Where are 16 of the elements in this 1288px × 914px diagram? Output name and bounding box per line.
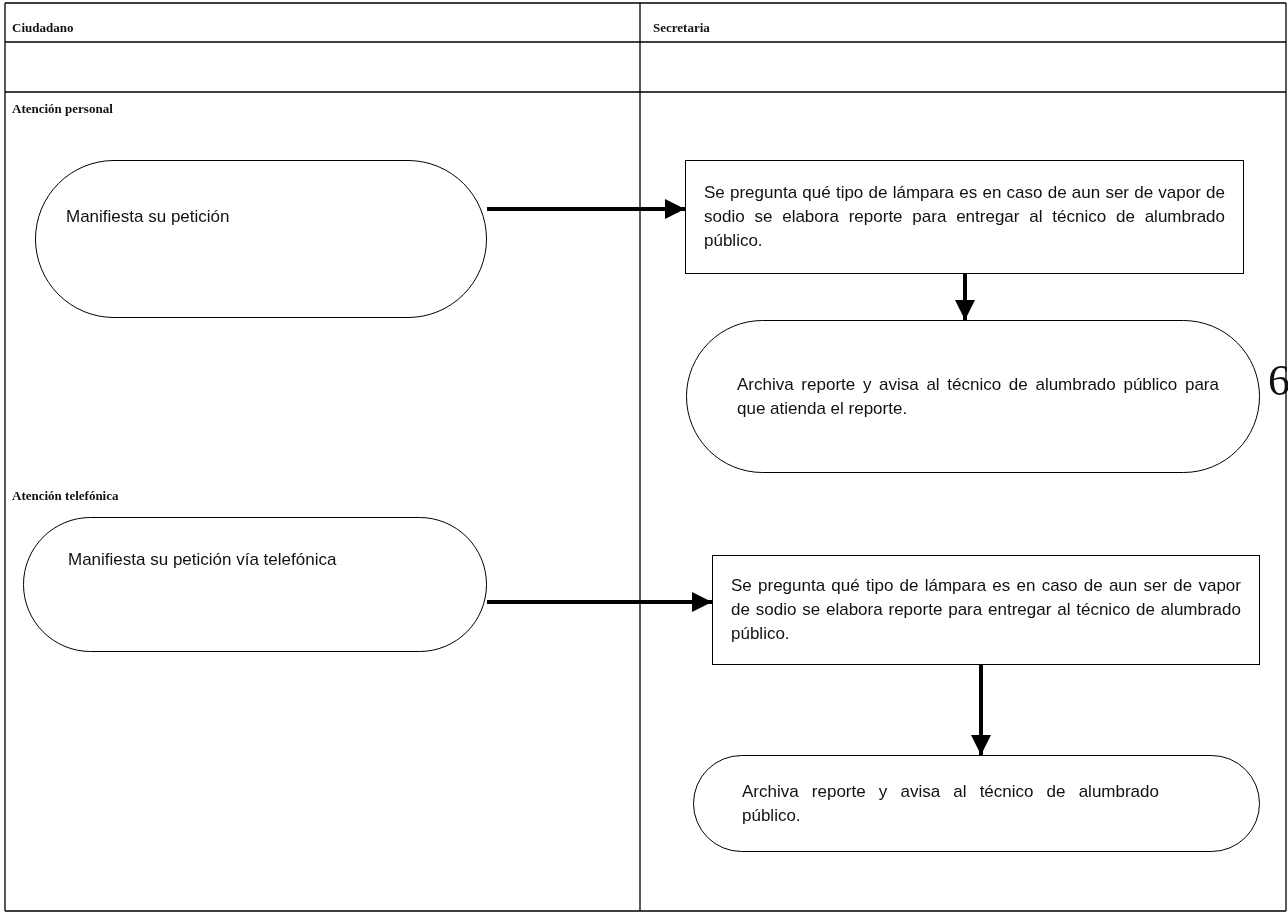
section-label: Atención telefónica — [12, 488, 119, 504]
node-text: Se pregunta qué tipo de lámpara es en caso de aun ser de vapor de sodio se elabora reporte para entregar al técnico de alumbrado público. — [731, 575, 1241, 645]
section-label: Atención personal — [12, 101, 113, 117]
arrow — [487, 199, 685, 219]
node-text: Archiva reporte y avisa al técnico de alumbrado público. — [742, 780, 1159, 827]
arrow — [955, 274, 975, 320]
arrow — [971, 665, 991, 755]
column-header: Secretaria — [653, 20, 710, 36]
column-header: Ciudadano — [12, 20, 74, 36]
arrow — [487, 592, 712, 612]
process-box — [712, 555, 1260, 665]
node-text: Manifiesta su petición vía telefónica — [68, 549, 337, 571]
process-box — [685, 160, 1244, 274]
node-text: Archiva reporte y avisa al técnico de alumbrado público para que atienda el reporte. — [737, 373, 1219, 420]
node-text: Manifiesta su petición — [66, 206, 230, 228]
node-text: Se pregunta qué tipo de lámpara es en caso de aun ser de vapor de sodio se elabora reporte para entregar al técnico de alumbrado público. — [704, 182, 1225, 252]
